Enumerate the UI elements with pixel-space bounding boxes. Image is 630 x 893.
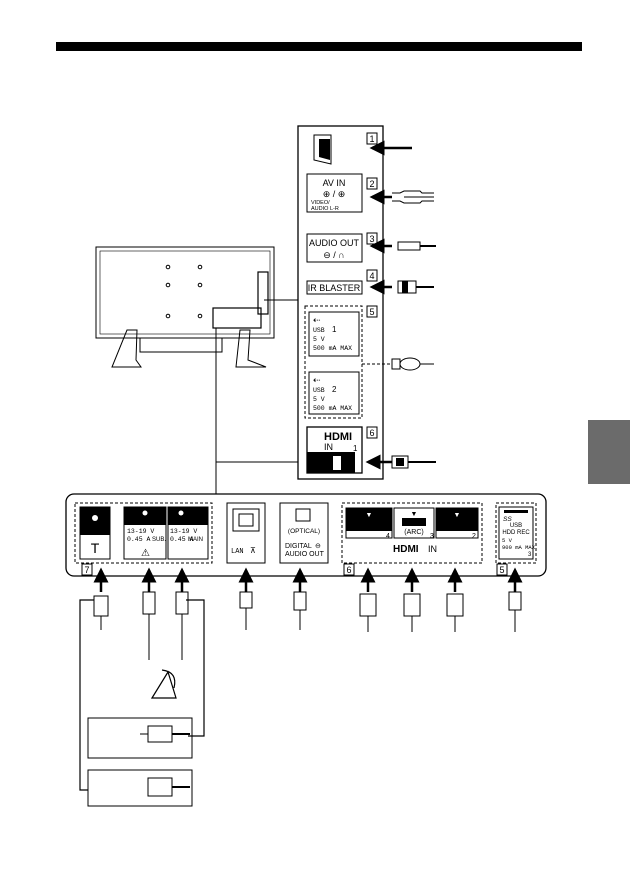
svg-text:AUDIO L-R: AUDIO L-R [311,206,339,212]
page-header-bar [56,42,582,51]
side-item-av-in: AV IN ⊕ / ⊕ VIDEO/ AUDIO L-R 2 [306,173,434,213]
av-in-icon: ⊕ / ⊕ [323,189,346,199]
antenna-icon: T [91,540,100,556]
svg-text:2: 2 [472,533,476,540]
svg-text:13-19 V: 13-19 V [170,528,197,535]
cable-box-1 [87,717,193,759]
svg-text:500 mA MAX: 500 mA MAX [313,405,352,412]
svg-text:5 V: 5 V [313,336,325,343]
svg-text:4: 4 [386,533,390,540]
svg-text:3: 3 [430,533,434,540]
usb-icon: ⇠ [313,375,321,385]
svg-text:AUDIO OUT: AUDIO OUT [309,238,360,248]
svg-text:HDMI: HDMI [393,544,419,555]
cable-box-2 [87,769,193,807]
side-item-ir-blaster: IR BLASTER 4 [306,269,434,295]
svg-text:2: 2 [332,385,337,394]
tv-rear-view [95,246,275,368]
side-num-1: 1 [369,134,374,144]
satellite-dish-icon [150,669,177,699]
svg-text:900 mA MAX: 900 mA MAX [502,544,536,551]
svg-text:3: 3 [528,552,532,558]
svg-text:HDMI: HDMI [324,431,352,443]
svg-text:LAN: LAN [231,548,244,556]
bottom-antenna-group: T 13-19 V 0.45 A SUB. ⚠ 13-19 V 0.45 A M… [74,502,213,564]
svg-text:13-19 V: 13-19 V [127,528,154,535]
side-item-audio-out: AUDIO OUT ⊖ / ∩ 3 [306,232,436,263]
satellite-icon: ⚠ [141,548,150,559]
svg-text:0.45 A: 0.45 A [170,536,194,543]
svg-text:IN: IN [428,544,437,554]
svg-text:▼: ▼ [411,511,418,518]
svg-text:500 mA MAX: 500 mA MAX [313,345,352,352]
svg-text:5 V: 5 V [502,537,513,544]
group-num-hdmi: 6 [346,565,351,575]
group-num-antenna: 7 [84,565,89,575]
bottom-connectors [93,567,523,592]
side-item-hdmi-1: HDMI IN 1 6 [306,426,436,474]
section-tab [588,420,630,484]
svg-text:SS: SS [503,516,512,523]
bottom-optical-port: (OPTICAL) DIGITAL ⊖ AUDIO OUT [279,502,329,564]
svg-text:VIDEO/: VIDEO/ [311,200,330,206]
svg-text:5 V: 5 V [313,396,325,403]
svg-text:AV IN: AV IN [323,178,346,188]
svg-text:SUB.: SUB. [152,537,166,543]
output-icon: ⊖ [315,543,321,550]
svg-text:HDD REC: HDD REC [502,530,530,536]
group-num-usb: 5 [499,565,504,575]
svg-text:(ARC): (ARC) [404,529,423,536]
side-item-1: 1 [313,132,412,165]
svg-text:USB: USB [313,387,325,394]
bottom-hdmi-group: ▼ 4 ▼ (ARC) 3 ▼ 2 HDMI IN [341,502,483,564]
headphone-icon: ⊖ / ∩ [323,250,345,260]
svg-text:DIGITAL: DIGITAL [285,543,312,550]
svg-text:1: 1 [332,325,337,334]
svg-text:3: 3 [369,234,374,244]
svg-text:USB: USB [313,327,325,334]
bottom-usb-3: SS USB HDD REC 5 V 900 mA MAX 3 [495,502,537,564]
svg-text:2: 2 [369,179,374,189]
svg-text:(OPTICAL): (OPTICAL) [288,528,320,535]
svg-text:▼: ▼ [454,512,461,519]
bottom-lan-port: LAN ⊼ [226,502,266,564]
svg-text:▼: ▼ [366,512,373,519]
svg-text:1: 1 [353,444,358,453]
svg-text:IR BLASTER: IR BLASTER [308,283,361,293]
svg-text:MAIN: MAIN [188,537,203,543]
svg-text:5: 5 [369,307,374,317]
side-panel [297,125,384,480]
usb-icon: ⇠ [313,315,321,325]
svg-text:AUDIO OUT: AUDIO OUT [285,551,325,558]
svg-text:IN: IN [324,442,333,452]
svg-text:6: 6 [369,428,374,438]
network-icon: ⊼ [250,546,256,555]
svg-text:USB: USB [510,523,522,529]
svg-text:0.45 A: 0.45 A [127,536,151,543]
side-item-usb: 5 ⇠ USB 1 5 V 500 mA MAX ⇠ USB 2 5 V 500… [304,305,434,419]
svg-text:4: 4 [369,271,374,281]
